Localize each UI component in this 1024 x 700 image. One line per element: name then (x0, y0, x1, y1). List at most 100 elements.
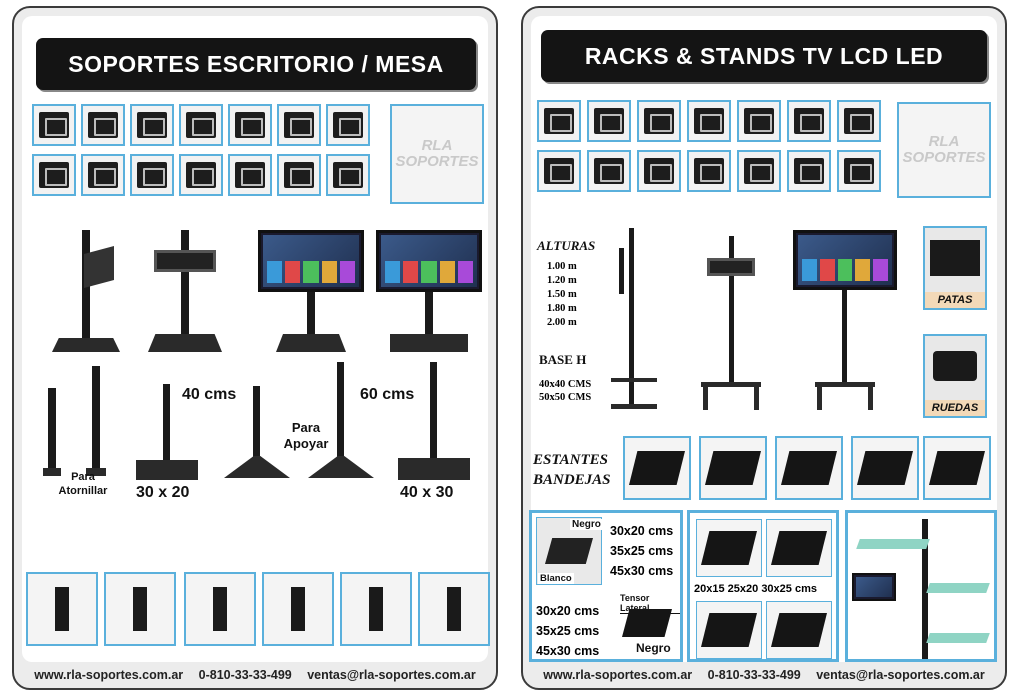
shelf-thumb[interactable] (775, 436, 843, 500)
wall-mount-thumb[interactable] (228, 154, 272, 196)
patas-thumb[interactable]: PATAS (923, 226, 987, 310)
tray-thumb-4[interactable] (766, 601, 832, 659)
wall-mount-icon (644, 158, 674, 184)
wall-mount-thumb[interactable] (837, 150, 881, 192)
poles-para-atornillar[interactable] (38, 358, 128, 483)
sizes-b: 30x20 cms 35x25 cms 45x30 cms (536, 601, 599, 661)
wall-mount-icon (235, 112, 265, 138)
altura-item: 1.50 m (547, 289, 577, 300)
tray-thumb-3[interactable] (696, 601, 762, 659)
wall-mount-thumb[interactable] (637, 150, 681, 192)
size-item: 30x20 cms (610, 524, 674, 538)
wall-mount-thumb[interactable] (687, 100, 731, 142)
wall-mount-icon (844, 108, 874, 134)
wall-mount-thumb[interactable] (277, 104, 321, 146)
desk-stand-thumb[interactable] (418, 572, 490, 646)
wall-mount-icon (333, 162, 363, 188)
base-size-item: 50x50 CMS (539, 392, 592, 403)
wall-mount-thumb[interactable] (787, 100, 831, 142)
wall-mount-thumb[interactable] (637, 100, 681, 142)
tensor-tray-icon (622, 609, 672, 637)
wall-mount-thumb[interactable] (587, 100, 631, 142)
wall-mount-thumb[interactable] (32, 154, 76, 196)
desk-stand-articulated[interactable] (46, 230, 126, 355)
pole-base-40x30[interactable] (394, 362, 474, 487)
tray-size-item: 25x20 (727, 583, 759, 595)
desk-stand-thumb[interactable] (262, 572, 334, 646)
wall-mount-thumb[interactable] (537, 100, 581, 142)
blanco-label: Blanco (538, 573, 574, 584)
shelf-thumb[interactable] (699, 436, 767, 500)
right-wall-mount-large-thumb[interactable]: RLA SOPORTES (897, 102, 991, 198)
footer-email[interactable]: ventas@rla-soportes.com.ar (816, 668, 985, 682)
wall-mount-thumb[interactable] (326, 154, 370, 196)
rla-watermark: RLA SOPORTES (395, 137, 479, 170)
wall-mount-icon (694, 158, 724, 184)
floor-stand-vesa[interactable] (701, 236, 761, 416)
wall-mount-thumb[interactable] (228, 104, 272, 146)
footer-email[interactable]: ventas@rla-soportes.com.ar (307, 668, 476, 682)
footer-phone[interactable]: 0-810-33-33-499 (707, 668, 801, 682)
pole-trapezoid-40cms[interactable] (222, 386, 292, 486)
desk-stand-vesa[interactable] (144, 230, 226, 355)
desk-stand-thumb[interactable] (26, 572, 98, 646)
alturas-heading: ALTURAS (537, 238, 596, 253)
negro-label: Negro (570, 519, 603, 530)
wall-mount-thumb[interactable] (787, 150, 831, 192)
wall-mount-thumb[interactable] (130, 154, 174, 196)
wall-mount-thumb[interactable] (587, 150, 631, 192)
tray-thumb-2[interactable] (766, 519, 832, 577)
sizes-a: 30x20 cms 35x25 cms 45x30 cms (610, 521, 673, 581)
wall-mount-thumb[interactable] (277, 154, 321, 196)
label-40cms: 40 cms (182, 386, 237, 403)
wall-mount-icon (744, 158, 774, 184)
wall-mount-thumb[interactable] (81, 104, 125, 146)
desk-stand-with-tv-2[interactable] (376, 230, 482, 355)
shelf-rack-showcase[interactable] (845, 510, 997, 662)
left-wall-mount-large-thumb[interactable]: RLA SOPORTES (390, 104, 484, 204)
tray-thumb-1[interactable] (696, 519, 762, 577)
wall-mount-thumb[interactable] (130, 104, 174, 146)
shelf-thumb[interactable] (623, 436, 691, 500)
shelf-thumb[interactable] (923, 436, 991, 500)
floor-stand-pole[interactable] (607, 228, 663, 416)
size-item: 35x25 cms (610, 544, 674, 558)
negro-label-2: Negro (636, 641, 671, 655)
wall-mount-thumb[interactable] (687, 150, 731, 192)
left-catalog-panel: SOPORTES ESCRITORIO / MESA RLA SOPORTES (12, 6, 498, 690)
floor-stand-with-tv[interactable] (793, 230, 897, 416)
wall-mount-icon (794, 108, 824, 134)
wall-mount-thumb[interactable] (737, 100, 781, 142)
footer-website[interactable]: www.rla-soportes.com.ar (543, 668, 693, 682)
wall-mount-icon (137, 162, 167, 188)
wall-mount-thumb[interactable] (537, 150, 581, 192)
desk-stand-with-tv-1[interactable] (258, 230, 364, 355)
glass-shelf-2 (926, 583, 990, 593)
wall-mount-thumb[interactable] (837, 100, 881, 142)
footer-website[interactable]: www.rla-soportes.com.ar (34, 668, 184, 682)
desk-stand-thumb[interactable] (184, 572, 256, 646)
wall-mount-thumb[interactable] (737, 150, 781, 192)
wall-mount-thumb[interactable] (179, 154, 223, 196)
wall-mount-icon (88, 162, 118, 188)
wall-mount-icon (544, 158, 574, 184)
wall-mount-icon (186, 162, 216, 188)
glass-shelf-1 (856, 539, 930, 549)
shelf-tray-icon (629, 451, 685, 485)
desk-stand-thumb[interactable] (104, 572, 176, 646)
pole-base-30x20[interactable] (132, 384, 202, 484)
rla-watermark: RLA SOPORTES (902, 133, 986, 166)
wall-mount-thumb[interactable] (326, 104, 370, 146)
ruedas-thumb[interactable]: RUEDAS (923, 334, 987, 418)
wall-mount-thumb[interactable] (32, 104, 76, 146)
estantes-heading: ESTANTES BANDEJAS (533, 452, 611, 488)
shelf-thumb[interactable] (851, 436, 919, 500)
alturas-list: 1.00 m 1.20 m 1.50 m 1.80 m 2.00 m (547, 260, 577, 330)
pole-trapezoid-60cms[interactable] (306, 362, 376, 487)
wall-mount-thumb[interactable] (179, 104, 223, 146)
desk-stand-thumb[interactable] (340, 572, 412, 646)
wall-mount-thumb[interactable] (81, 154, 125, 196)
base-sizes: 40x40 CMS 50x50 CMS (539, 378, 591, 404)
footer-phone[interactable]: 0-810-33-33-499 (198, 668, 292, 682)
wall-mount-icon (644, 108, 674, 134)
